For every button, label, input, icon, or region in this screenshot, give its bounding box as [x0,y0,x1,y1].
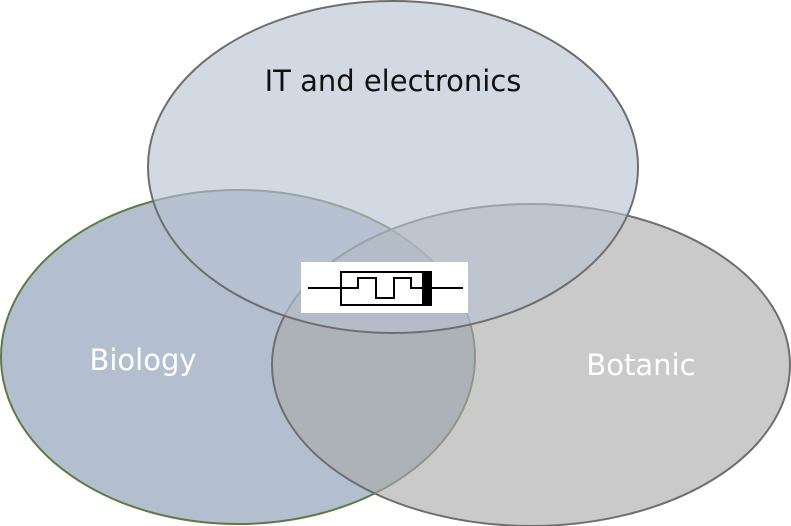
it-electronics-circle [147,0,639,334]
botanic-label: Botanic [586,348,695,382]
biology-label: Biology [89,343,196,377]
it-electronics-label: IT and electronics [265,64,522,98]
memristor-symbol-icon [301,262,468,313]
